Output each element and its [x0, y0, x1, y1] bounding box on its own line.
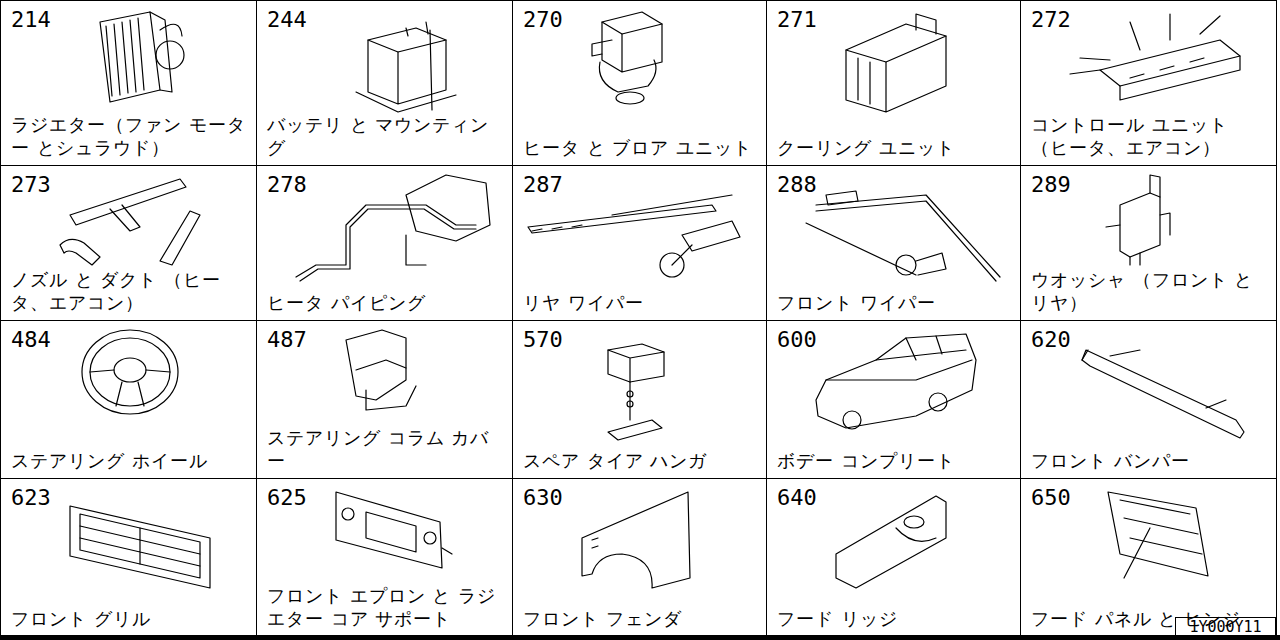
part-name: ヒータ パイピング	[267, 292, 508, 315]
callout-number: 270	[523, 9, 563, 31]
part-name: フロント グリル	[11, 608, 252, 631]
part-name: スペア タイア ハンガ	[523, 450, 762, 473]
battery-sketch	[356, 22, 456, 112]
part-name: コントロール ユニット （ヒータ、エアコン）	[1031, 114, 1272, 159]
drawing-code: 1Y000Y11	[1176, 618, 1275, 636]
catalog-cell: 484 ステアリング ホイール	[0, 320, 257, 479]
catalog-cell: 244 バッテリ と マウンティング	[256, 0, 513, 166]
catalog-cell: 272 コントロール ユニット （ヒータ、エアコン）	[1020, 0, 1277, 166]
radiator-sketch	[100, 12, 184, 102]
callout-number: 289	[1031, 174, 1071, 196]
part-name: ステアリング ホイール	[11, 450, 252, 473]
catalog-cell: 623 フロント グリル	[0, 478, 257, 637]
catalog-cell: 487 ステアリング コラム カバー	[256, 320, 513, 479]
callout-number: 288	[777, 174, 817, 196]
nozzle-duct-sketch	[60, 179, 200, 265]
steering-wheel-sketch	[82, 330, 178, 414]
callout-number: 640	[777, 487, 817, 509]
callout-number: 625	[267, 487, 307, 509]
callout-number: 278	[267, 174, 307, 196]
hood-ridge-sketch	[836, 496, 946, 588]
heater-blower-sketch	[592, 12, 662, 104]
callout-number: 272	[1031, 9, 1071, 31]
catalog-cell: 289 ウオッシャ （フロント と リヤ）	[1020, 165, 1277, 321]
spare-tire-hanger-sketch	[608, 344, 664, 440]
column-cover-sketch	[346, 330, 416, 410]
callout-number: 273	[11, 174, 51, 196]
front-wiper-sketch	[806, 191, 1000, 281]
part-name: バッテリ と マウンティング	[267, 114, 508, 159]
part-name: フロント ワイパー	[777, 292, 1016, 315]
catalog-cell: 270 ヒータ と ブロア ユニット	[512, 0, 767, 166]
front-grille-sketch	[70, 506, 210, 588]
drawing-code-box: 1Y000Y11	[1175, 617, 1276, 637]
callout-number: 623	[11, 487, 51, 509]
part-name: フード リッジ	[777, 608, 1016, 631]
callout-number: 620	[1031, 329, 1071, 351]
catalog-cell: 620 フロント バンパー	[1020, 320, 1277, 479]
callout-number: 600	[777, 329, 817, 351]
callout-number: 650	[1031, 487, 1071, 509]
cooling-unit-sketch	[846, 14, 946, 112]
catalog-cell: 273 ノズル と ダクト （ヒータ、エアコン）	[0, 165, 257, 321]
part-name: ボデー コンプリート	[777, 450, 1016, 473]
part-name: ウオッシャ （フロント と リヤ）	[1031, 269, 1272, 314]
callout-number: 287	[523, 174, 563, 196]
control-unit-sketch	[1070, 14, 1240, 100]
callout-number: 630	[523, 487, 563, 509]
rear-wiper-sketch	[528, 195, 740, 277]
catalog-cell: 288 フロント ワイパー	[766, 165, 1021, 321]
part-name: リヤ ワイパー	[523, 292, 762, 315]
callout-number: 244	[267, 9, 307, 31]
callout-number: 484	[11, 329, 51, 351]
front-bumper-sketch	[1082, 350, 1244, 438]
bottom-rule	[0, 635, 1280, 640]
part-name: ラジエター（ファン モーター とシュラウド）	[11, 114, 252, 159]
callout-number: 570	[523, 329, 563, 351]
part-name: ノズル と ダクト （ヒータ、エアコン）	[11, 269, 252, 314]
body-sketch	[816, 334, 976, 429]
catalog-cell: 271 クーリング ユニット	[766, 0, 1021, 166]
catalog-cell: 287 リヤ ワイパー	[512, 165, 767, 321]
part-name: フロント バンパー	[1031, 450, 1272, 473]
catalog-cell: 570 スペア タイア ハンガ	[512, 320, 767, 479]
catalog-cell: 214 ラジエター（ファン モーター とシュラウド）	[0, 0, 257, 166]
catalog-cell: 625 フロント エプロン と ラジエター コア サポート	[256, 478, 513, 637]
catalog-cell: 630 フロント フェンダ	[512, 478, 767, 637]
catalog-cell: 600 ボデー コンプリート	[766, 320, 1021, 479]
hood-panel-sketch	[1108, 492, 1208, 578]
part-name: フロント エプロン と ラジエター コア サポート	[267, 585, 508, 630]
catalog-cell: 650フード パネル と ヒンジ	[1020, 478, 1277, 637]
callout-number: 271	[777, 9, 817, 31]
part-name: ヒータ と ブロア ユニット	[523, 137, 762, 160]
heater-piping-sketch	[296, 175, 490, 281]
front-fender-sketch	[582, 492, 690, 588]
washer-sketch	[1106, 175, 1170, 265]
callout-number: 487	[267, 329, 307, 351]
part-name: ステアリング コラム カバー	[267, 427, 508, 472]
part-name: クーリング ユニット	[777, 137, 1016, 160]
catalog-cell: 278 ヒータ パイピング	[256, 165, 513, 321]
front-apron-sketch	[336, 492, 452, 568]
part-name: フロント フェンダ	[523, 608, 762, 631]
catalog-cell: 640 フード リッジ	[766, 478, 1021, 637]
callout-number: 214	[11, 9, 51, 31]
